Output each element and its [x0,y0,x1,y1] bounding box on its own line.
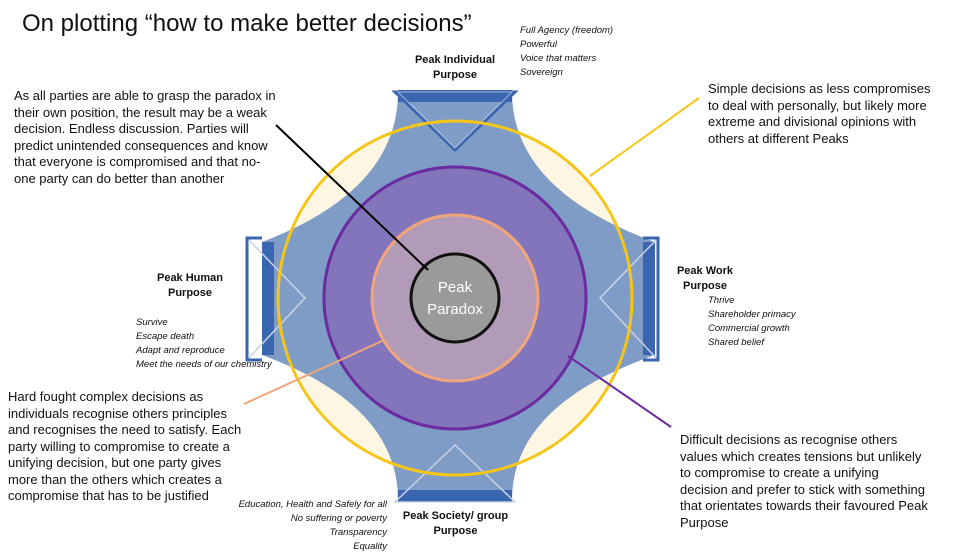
note-line: compromise that has to be justified [8,488,209,503]
note-line: As all parties are able to grasp the par… [14,88,276,103]
note-line: others at different Peaks [708,130,849,146]
note-line: one party can do better than another [14,170,225,186]
hard-callout-line [243,340,383,405]
attribute-item: Shareholder primacy [708,309,796,320]
attribute-item: Thrive [708,295,735,306]
attribute-item: Education, Health and Safely for all [238,499,387,510]
simple-note: Simple decisions as less compromises to … [708,81,931,147]
note-line: unifying decision, but one party gives [8,455,222,470]
peak-individual-label: Peak Individual Purpose [400,53,510,83]
attribute-item: Commercial growth [708,323,790,334]
note-line: that orientates towards their favoured P… [680,498,928,513]
attribute-item: Sovereign [520,67,563,78]
note-line: predict unintended consequences and know [14,137,268,153]
attribute-item: Full Agency (freedom) [520,25,614,36]
peak-work-bar [643,242,655,355]
peak-work-bracket [643,236,660,362]
peak-human-label-line1: Peak Human [156,272,224,284]
peak-individual-attributes: Full Agency (freedom) Powerful Voice tha… [520,24,613,80]
peak-work-attributes: Thrive Shareholder primacy Commercial gr… [708,294,796,350]
peak-human-bracket [245,236,262,362]
note-line: Hard fought complex decisions as [8,389,204,404]
note-line: their own position, the result may be a … [14,104,267,120]
peak-society-label: Peak Society/ group Purpose [393,509,518,539]
attribute-item: Transparency [329,527,387,538]
note-line: Difficult decisions as recognise others [680,432,898,447]
attribute-item: No suffering or poverty [290,513,387,524]
note-line: decision. Endless discussion. Parties wi… [14,121,249,136]
note-line: Simple decisions as less compromises [708,81,931,96]
note-line: values which creates tensions but unlike… [680,448,922,464]
page-title: On plotting “how to make better decision… [22,10,472,37]
peak-society-attributes: Education, Health and Safely for all No … [200,498,387,554]
peak-individual-label-line2: Purpose [432,69,477,81]
attribute-item: Survive [136,317,168,328]
note-line: to deal with personally, but likely more [708,97,927,113]
difficult-note: Difficult decisions as recognise others … [680,432,928,531]
attribute-item: Equality [353,541,387,552]
peak-society-bar [398,490,512,502]
note-line: to compromise to create a unifying [680,465,879,480]
note-line: decision and prefer to stick with someth… [680,481,925,497]
center-label-line1: Peak [438,279,473,296]
note-line: more than the others which creates a [8,471,222,487]
peak-work-label-line1: Peak Work [676,265,734,277]
attribute-item: Escape death [136,331,195,342]
paradox-note: As all parties are able to grasp the par… [14,88,276,187]
attribute-item: Voice that matters [520,53,597,64]
simple-callout-line [589,97,700,177]
note-line: extreme and divisional opinions with [708,114,917,129]
outer-yellow-ring [276,119,634,477]
difficult-callout-line [567,355,672,428]
note-line: and recognises the need to satisfy. Each [8,422,242,437]
peak-work-label: Peak Work Purpose [665,264,745,294]
note-line: individuals recognise others principles [8,405,227,421]
peak-society-label-line2: Purpose [433,525,478,537]
attribute-item: Adapt and reproduce [136,345,225,356]
center-label-line2: Paradox [427,301,483,318]
note-line: Purpose [680,514,729,530]
triangle-highlight-top [396,91,514,149]
attribute-item: Shared belief [708,337,764,348]
peak-human-label: Peak Human Purpose [140,271,240,301]
note-line: party willing to compromise to create a [8,438,230,454]
peak-work-label-line2: Purpose [682,280,727,292]
attribute-item: Meet the needs of our chemistry [136,359,272,370]
peak-paradox-circle [409,252,501,344]
peak-society-label-line1: Peak Society/ group [402,510,509,522]
paradox-callout-line [275,124,429,271]
peak-human-bar [262,242,274,355]
hard-note: Hard fought complex decisions as individ… [8,389,241,505]
peak-human-label-line2: Purpose [167,287,212,299]
attribute-item: Powerful [520,39,557,50]
note-line: that everyone is compromised and that no… [14,154,261,169]
peak-human-attributes: Survive Escape death Adapt and reproduce… [136,316,272,372]
peak-individual-label-line1: Peak Individual [414,54,496,66]
